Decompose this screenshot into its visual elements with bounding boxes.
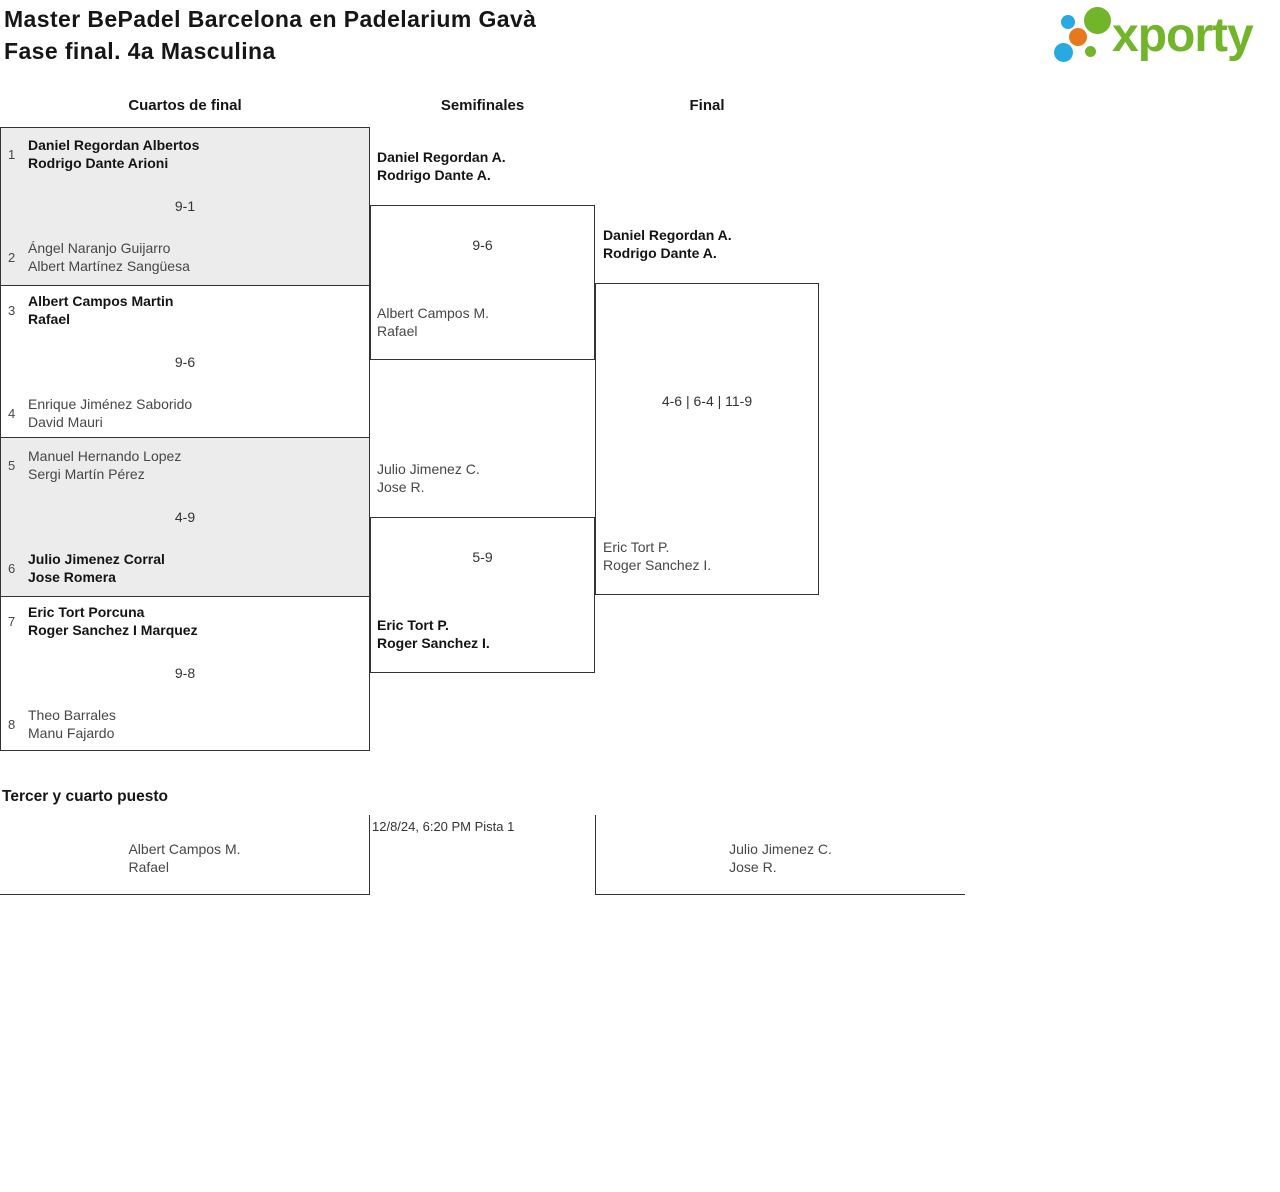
- final-score: 4-6 | 6-4 | 11-9: [661, 393, 753, 409]
- player-name: Rafael: [28, 311, 71, 327]
- player-name: Eric Tort P.: [377, 617, 449, 633]
- player-name: Julio Jimenez C.: [729, 841, 832, 857]
- player-name: Roger Sanchez I.: [603, 557, 712, 573]
- sf1-team-top: Daniel Regordan A. Rodrigo Dante A.: [377, 148, 506, 184]
- third-place-left-slot: Albert Campos M. Rafael: [0, 815, 370, 895]
- sf-match-1-box: [370, 205, 595, 360]
- player-name: David Mauri: [28, 414, 103, 430]
- column-header-final: Final: [689, 97, 725, 114]
- player-name: Albert Campos M.: [377, 305, 490, 321]
- qf-match-1-box: [0, 127, 370, 286]
- sf2-team-top: Julio Jimenez C. Jose R.: [377, 460, 480, 496]
- logo-wordmark: xporty: [1112, 9, 1254, 62]
- sf1-score: 9-6: [472, 237, 493, 253]
- qf1-team-top: 1 Daniel Regordan Albertos Rodrigo Dante…: [8, 136, 362, 172]
- qf2-score: 9-6: [174, 354, 196, 370]
- logo-dot-green-small-icon: [1085, 46, 1096, 57]
- qf1-team-bottom: 2 Ángel Naranjo Guijarro Albert Martínez…: [8, 239, 362, 275]
- qf2-team-top: 3 Albert Campos Martin Rafael: [8, 292, 362, 328]
- player-name: Daniel Regordan A.: [603, 227, 732, 243]
- player-name: Enrique Jiménez Saborido: [28, 396, 193, 412]
- column-header-cuartos: Cuartos de final: [128, 97, 242, 114]
- player-name: Manu Fajardo: [28, 725, 115, 741]
- qf-match-3-box: [0, 437, 370, 597]
- player-name: Albert Campos Martin: [28, 293, 174, 309]
- seed-number: 4: [8, 405, 16, 421]
- player-name: Roger Sanchez I Marquez: [28, 622, 198, 638]
- third-place-heading: Tercer y cuarto puesto: [2, 788, 168, 805]
- logo-dot-blue-small-icon: [1061, 15, 1075, 29]
- qf1-score: 9-1: [174, 198, 196, 214]
- qf3-team-bottom: 6 Julio Jimenez Corral Jose Romera: [8, 550, 362, 586]
- qf3-score: 4-9: [174, 509, 196, 525]
- player-name: Manuel Hernando Lopez: [28, 448, 182, 464]
- column-header-semifinales: Semifinales: [440, 97, 525, 114]
- sf1-team-bottom: Albert Campos M. Rafael: [377, 304, 489, 340]
- seed-number: 3: [8, 302, 16, 318]
- qf4-score: 9-8: [174, 665, 196, 681]
- third-place-left-team: Albert Campos M. Rafael: [128, 840, 240, 894]
- player-name: Albert Martínez Sangüesa: [28, 258, 190, 274]
- xporty-logo[interactable]: xporty: [1048, 0, 1278, 72]
- player-name: Rodrigo Dante Arioni: [28, 155, 169, 171]
- final-team-bottom: Eric Tort P. Roger Sanchez I.: [603, 538, 711, 574]
- player-name: Daniel Regordan Albertos: [28, 137, 200, 153]
- player-name: Roger Sanchez I.: [377, 635, 490, 651]
- player-name: Eric Tort P.: [603, 539, 670, 555]
- seed-number: 5: [8, 457, 16, 473]
- logo-dot-green-large-icon: [1084, 7, 1111, 34]
- third-place-right-slot: Julio Jimenez C. Jose R.: [595, 815, 965, 895]
- sf-match-2-box: [370, 517, 595, 673]
- qf3-team-top: 5 Manuel Hernando Lopez Sergi Martín Pér…: [8, 447, 362, 483]
- logo-dot-orange-icon: [1069, 28, 1087, 46]
- player-name: Rafael: [377, 323, 418, 339]
- player-name: Eric Tort Porcuna: [28, 604, 145, 620]
- page-title: Master BePadel Barcelona en Padelarium G…: [4, 6, 537, 32]
- player-name: Sergi Martín Pérez: [28, 466, 145, 482]
- qf4-team-bottom: 8 Theo Barrales Manu Fajardo: [8, 706, 362, 742]
- third-place-schedule: 12/8/24, 6:20 PM Pista 1: [372, 819, 515, 834]
- player-name: Julio Jimenez Corral: [28, 551, 165, 567]
- player-name: Theo Barrales: [28, 707, 116, 723]
- player-name: Daniel Regordan A.: [377, 149, 506, 165]
- player-name: Albert Campos M.: [128, 841, 241, 857]
- player-name: Jose R.: [377, 479, 425, 495]
- player-name: Rodrigo Dante A.: [377, 167, 491, 183]
- seed-number: 6: [8, 560, 16, 576]
- final-match-box: [595, 283, 819, 595]
- player-name: Jose Romera: [28, 569, 116, 585]
- player-name: Ángel Naranjo Guijarro: [28, 240, 171, 256]
- sf2-team-bottom: Eric Tort P. Roger Sanchez I.: [377, 616, 490, 652]
- seed-number: 1: [8, 146, 16, 162]
- seed-number: 7: [8, 613, 16, 629]
- third-place-right-team: Julio Jimenez C. Jose R.: [729, 840, 832, 894]
- seed-number: 2: [8, 249, 16, 265]
- seed-number: 8: [8, 716, 16, 732]
- qf-match-4-box: [0, 596, 370, 751]
- final-team-top: Daniel Regordan A. Rodrigo Dante A.: [603, 226, 732, 262]
- page-subtitle: Fase final. 4a Masculina: [4, 38, 276, 64]
- player-name: Julio Jimenez C.: [377, 461, 480, 477]
- player-name: Jose R.: [729, 859, 777, 875]
- player-name: Rodrigo Dante A.: [603, 245, 717, 261]
- sf2-score: 5-9: [472, 549, 493, 565]
- qf2-team-bottom: 4 Enrique Jiménez Saborido David Mauri: [8, 395, 362, 431]
- player-name: Rafael: [128, 859, 169, 875]
- qf4-team-top: 7 Eric Tort Porcuna Roger Sanchez I Marq…: [8, 603, 362, 639]
- logo-dot-blue-large-icon: [1054, 43, 1073, 62]
